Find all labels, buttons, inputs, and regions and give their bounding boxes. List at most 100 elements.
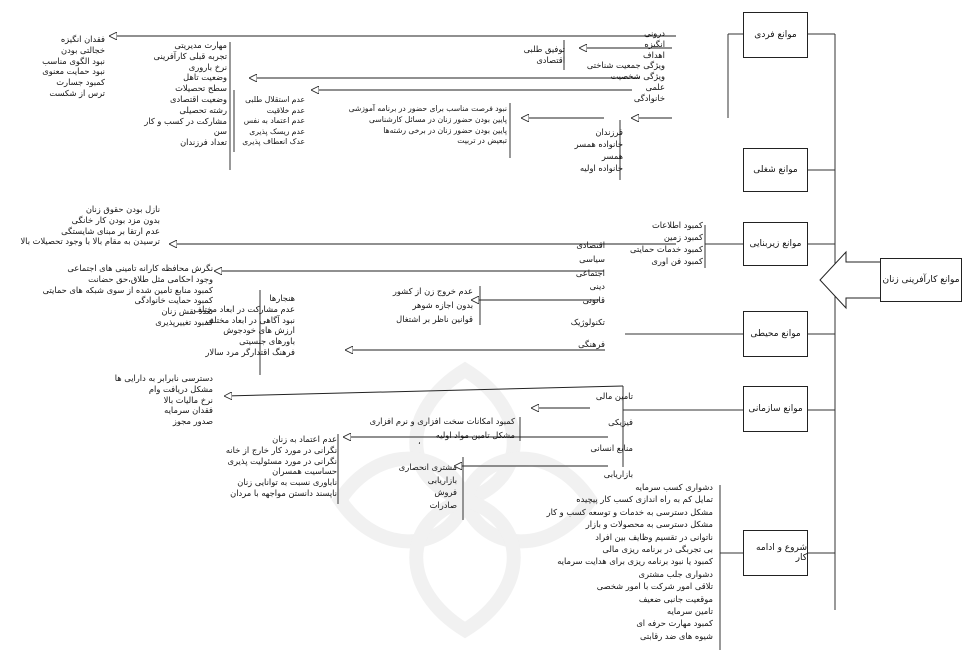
list-item: فروش (434, 487, 457, 497)
list-item: فرزندان (595, 127, 623, 137)
list-item: ویژگی شخصیت (610, 71, 665, 82)
list-item: قانونی (582, 295, 605, 306)
list-item: فقدان سرمایه (164, 405, 213, 416)
social-list: نگرش محافظه کارانه تامینی های اجتماعی وج… (43, 263, 213, 328)
list-item: تجربه قبلی کارآفرینی (153, 50, 227, 61)
list-item: مهارت مدیریتی (174, 40, 227, 50)
list-item: تمایل کم به راه اندازی کسب کار پیچیده (576, 494, 713, 505)
physical-list: کمبود امکانات سخت افزاری و نرم افزاری مش… (370, 414, 515, 442)
cultural-list: هنجارها عدم مشارکت در ابعاد مختلف نبود آ… (193, 293, 295, 358)
inner-barriers: فقدان انگیزه خجالتی بودن نبود الگوی مناس… (42, 34, 105, 99)
category-environmental: موانع محیطی (743, 311, 808, 357)
goals-list: توفیق طلبی اقتصادی (524, 44, 565, 66)
list-item: رشته تحصیلی (179, 104, 227, 115)
list-item: اهداف (643, 49, 665, 60)
list-item: تلاقی امور شرکت با امور شخصی (596, 581, 713, 592)
list-item: باورهای جنسیتی (239, 336, 295, 347)
legal-list: عدم خروج زن از کشور بدون اجازه شوهر قوان… (393, 284, 473, 326)
list-item: ناتوانی در تقسیم وظایف بین افراد (595, 531, 713, 542)
list-item: پایین بودن حضور زنان در مسائل کارشناسی (369, 114, 507, 124)
watermark-emblem (331, 361, 599, 639)
list-item: وجود احکامی مثل طلاق،حق حضانت (88, 273, 213, 284)
list-item: فرهنگ اقتدارگر مرد سالار (205, 346, 295, 357)
individual-items: درونی انگیزه اهداف ویژگی جمعیت شناختی وی… (587, 28, 665, 104)
root-arrow (819, 250, 885, 310)
physical-mark: ، (418, 436, 421, 446)
list-item: کمبود حمایت خانوادگی (134, 295, 213, 306)
list-item: سطح تحصیلات (175, 83, 227, 94)
list-item: حساسیت همسران (272, 466, 337, 477)
list-item: دشواری کسب سرمایه (635, 482, 713, 492)
list-item: کمبود منابع تامین شده از سوی شبکه های حم… (42, 284, 213, 295)
list-item: دینی (589, 281, 605, 292)
marketing-list: مشتری انحصاری بازاریابی فروش صادرات (399, 461, 457, 511)
list-item: ناپسند دانستن مواجهه با مردان (230, 487, 337, 498)
list-item: دشواری جلب مشتری (638, 568, 713, 579)
list-item: کمبود امکانات سخت افزاری و نرم افزاری (369, 416, 515, 426)
list-item: ارزش های خودجوش (223, 325, 295, 336)
list-item: عدم مشارکت در ابعاد مختلف (193, 303, 295, 314)
list-item: اجتماعی (575, 267, 605, 278)
list-item: کمبود اطلاعات (651, 220, 703, 230)
list-item: تامین مالی (595, 391, 633, 401)
list-item: ترسیدن به مقام بالا با وجود تحصیلات بالا (20, 236, 160, 247)
list-item: تعداد فرزندان (180, 137, 227, 148)
category-startup: شروع و ادامه کار (743, 530, 808, 576)
startup-list: دشواری کسب سرمایه تمایل کم به راه اندازی… (547, 481, 713, 642)
category-infrastructure: موانع زیربنایی (743, 222, 808, 266)
root-box: موانع کارآفرینی زنان (880, 258, 962, 302)
list-item: نبود آگاهی در ابعاد مختلف (205, 314, 295, 325)
list-item: نرخ باروری (188, 61, 227, 72)
list-item: شیوه های ضد رقابتی (639, 630, 713, 641)
list-item: ترس از شکست (49, 87, 105, 98)
list-item: تعدد نقش زنان (161, 306, 213, 317)
list-item: صدور مجوز (172, 416, 213, 427)
list-item: فرهنگی (578, 338, 605, 349)
list-item: بدون مزد بودن کار خانگی (71, 214, 160, 225)
list-item: سن (213, 126, 227, 137)
category-organizational: موانع سازمانی (743, 386, 808, 432)
list-item: نگرانی در مورد مسئولیت پذیری (227, 455, 337, 466)
list-item: عدم خروج زن از کشور (392, 286, 473, 296)
environmental-items: اقتصادی سیاسی اجتماعی دینی قانونی تکنولو… (571, 239, 605, 352)
list-item: کمبود مهارت حرفه ای (636, 618, 713, 629)
list-item: کمبود جسارت (56, 77, 105, 88)
economic-list: نازل بودن حقوق زنان بدون مزد بودن کار خا… (20, 204, 160, 247)
list-item: بدون اجازه شوهر (412, 300, 473, 310)
list-item: وضعیت تاهل (183, 72, 227, 83)
list-item: انگیزه (644, 38, 665, 49)
list-item: نبود فرصت مناسب برای حضور در برنامه آموز… (348, 104, 507, 113)
list-item: عدم اعتماد به نفس (243, 116, 305, 125)
list-item: اقتصادی (576, 240, 605, 250)
infrastructure-list: کمبود اطلاعات کمبود زمین کمبود خدمات حما… (630, 219, 703, 267)
human-list: عدم اعتماد به زنان نگرانی در مورد کار خا… (226, 434, 337, 499)
list-item: نبود الگوی مناسب (42, 55, 105, 66)
list-item: مشکل دسترسی به محصولات و بازار (585, 519, 713, 530)
list-item: منابع انسانی (590, 443, 633, 453)
list-item: خجالتی بودن (61, 44, 105, 55)
list-item: عدم ریسک پذیری (249, 126, 305, 136)
list-item: ویژگی جمعیت شناختی (586, 60, 665, 71)
list-item: عدم استقلال طلبی (245, 95, 305, 104)
list-item: بی تجربگی در برنامه ریزی مالی (602, 544, 713, 555)
list-item: مشارکت در کسب و کار (144, 115, 227, 126)
finance-list: دسترسی نابرابر به دارایی ها مشکل دریافت … (115, 373, 213, 427)
list-item: موقعیت جانبی ضعیف (638, 593, 713, 604)
list-item: اقتصادی (536, 54, 565, 65)
list-item: کمبود زمین (663, 232, 703, 242)
list-item: کمبود یا نبود برنامه ریزی برای هدایت سرم… (557, 556, 713, 567)
list-item: مشکل تامین مواد اولیه (435, 430, 515, 440)
list-item: فیزیکی (608, 417, 633, 427)
list-item: دسترسی نابرابر به دارایی ها (114, 373, 213, 383)
list-item: کمبود تغییرپذیری (155, 316, 213, 327)
list-item: تکنولوژیک (570, 316, 605, 327)
list-item: درونی (644, 28, 665, 38)
list-item: علمی (645, 81, 665, 92)
category-job: موانع شغلی (743, 148, 808, 192)
list-item: مشتری انحصاری (398, 462, 457, 472)
list-item: توفیق طلبی (523, 44, 565, 54)
list-item: خانوادگی (633, 92, 665, 103)
list-item: قوانین ناظر بر اشتغال (396, 314, 473, 324)
list-item: وضعیت اقتصادی (169, 93, 227, 104)
list-item: نرخ مالیات بالا (163, 394, 213, 405)
